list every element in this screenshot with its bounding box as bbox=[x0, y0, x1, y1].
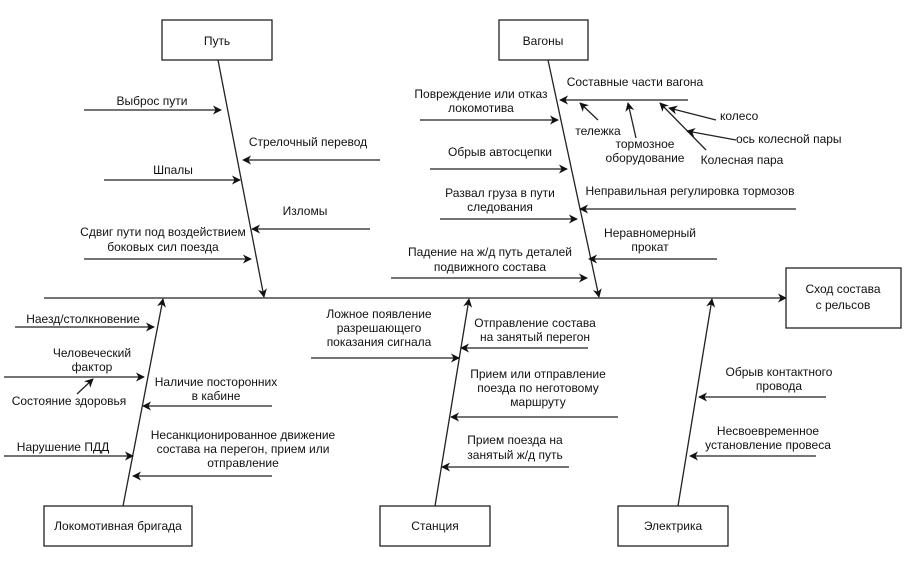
category-box-brigada bbox=[43, 505, 193, 547]
cause-label: Обрыв контактного bbox=[726, 365, 833, 379]
cause-label: Падение на ж/д путь деталей bbox=[408, 245, 572, 259]
cause-label: Выброс пути bbox=[117, 94, 188, 108]
cause-label: занятый ж/д путь bbox=[467, 448, 562, 462]
subsubcause-label: колесо bbox=[720, 109, 759, 123]
cause-label: Наезд/столкновение bbox=[26, 312, 140, 326]
subcause-label: тележка bbox=[575, 124, 621, 138]
category-elektrika: Электрика Обрыв контактного провода Несв… bbox=[617, 298, 833, 547]
effect-label-line-1: Сход состава bbox=[805, 282, 880, 296]
category-vagony: Вагоны Повреждение или отказ локомотива … bbox=[391, 19, 842, 298]
category-title-brigada: Локомотивная бригада bbox=[54, 519, 182, 533]
category-box-elektrika bbox=[617, 505, 729, 547]
cause-label: Неравномерный bbox=[604, 226, 696, 240]
cause-label: Нарушение ПДД bbox=[17, 440, 109, 454]
subcause-arrow bbox=[625, 102, 637, 139]
cause-label: Прием поезда на bbox=[467, 433, 563, 447]
cause-label: Составные части вагона bbox=[567, 75, 704, 89]
subcause-arrow bbox=[76, 378, 94, 395]
subcause-label: Колесная пара bbox=[701, 153, 784, 167]
cause-label: разрешающего bbox=[337, 321, 422, 335]
subcause-label: оборудование bbox=[606, 151, 685, 165]
subcause-arrow bbox=[579, 102, 599, 121]
effect-label-line-2: с рельсов bbox=[816, 298, 871, 312]
category-title-elektrika: Электрика bbox=[644, 519, 703, 533]
cause-label: маршруту bbox=[510, 395, 565, 409]
cause-label: Человеческий bbox=[53, 346, 131, 360]
subcause-label: тормозное bbox=[616, 137, 675, 151]
category-box-stanciya bbox=[379, 505, 491, 547]
cause-label: боковых сил поезда bbox=[107, 240, 219, 254]
bone-put bbox=[217, 59, 267, 298]
category-title-put: Путь bbox=[204, 34, 230, 48]
bone-elektrika bbox=[677, 298, 716, 507]
cause-label: Стрелочный перевод bbox=[249, 135, 367, 149]
cause-label: поезда по неготовому bbox=[477, 381, 599, 395]
cause-label: Изломы bbox=[283, 204, 328, 218]
cause-label: локомотива bbox=[448, 101, 514, 115]
effect-box: Сход состава с рельсов bbox=[785, 267, 902, 329]
bone-brigada bbox=[122, 298, 166, 507]
bone-vagony bbox=[547, 59, 602, 298]
subsubcause-arrow bbox=[686, 128, 737, 141]
cause-label: Сдвиг пути под воздействием bbox=[80, 225, 246, 239]
cause-label: Несвоевременное bbox=[717, 424, 820, 438]
cause-label: Повреждение или отказ bbox=[414, 87, 548, 101]
cause-label: провода bbox=[756, 379, 802, 393]
category-put: Путь Выброс пути Стрелочный перевод Шпал… bbox=[80, 19, 380, 298]
cause-label: отправление bbox=[207, 456, 279, 470]
cause-label: фактор bbox=[72, 360, 113, 374]
cause-label: состава на перегон, прием или bbox=[157, 442, 330, 456]
cause-label: Наличие посторонних bbox=[155, 375, 278, 389]
subsubcause-arrow bbox=[668, 105, 717, 121]
bone-stanciya bbox=[434, 298, 473, 507]
category-box-put bbox=[161, 19, 273, 61]
cause-label: подвижного состава bbox=[434, 260, 547, 274]
category-stanciya: Станция Ложное появление разрешающего по… bbox=[311, 298, 618, 547]
cause-label: Шпалы bbox=[153, 163, 193, 177]
category-title-stanciya: Станция bbox=[411, 519, 458, 533]
cause-label: установление провеса bbox=[705, 438, 831, 452]
cause-label: в кабине bbox=[192, 389, 241, 403]
subsubcause-label: ось колесной пары bbox=[736, 132, 842, 146]
cause-label: Прием или отправление bbox=[470, 367, 606, 381]
cause-label: Несанкционированное движение bbox=[151, 428, 336, 442]
cause-label: показания сигнала bbox=[327, 335, 432, 349]
cause-label: Ложное появление bbox=[326, 307, 432, 321]
category-title-vagony: Вагоны bbox=[523, 34, 564, 48]
category-box-vagony bbox=[498, 19, 589, 61]
cause-label: Развал груза в пути bbox=[445, 186, 555, 200]
cause-label: прокат bbox=[631, 240, 669, 254]
cause-label: Обрыв автосцепки bbox=[448, 145, 552, 159]
cause-label: следования bbox=[467, 200, 533, 214]
category-brigada: Локомотивная бригада Наезд/столкновение … bbox=[4, 298, 336, 547]
subcause-label: Состояние здоровья bbox=[12, 394, 127, 408]
cause-label: на занятый перегон bbox=[480, 330, 590, 344]
subcause-arrow bbox=[659, 102, 707, 151]
cause-label: Отправление состава bbox=[474, 316, 596, 330]
cause-label: Неправильная регулировка тормозов bbox=[586, 184, 795, 198]
